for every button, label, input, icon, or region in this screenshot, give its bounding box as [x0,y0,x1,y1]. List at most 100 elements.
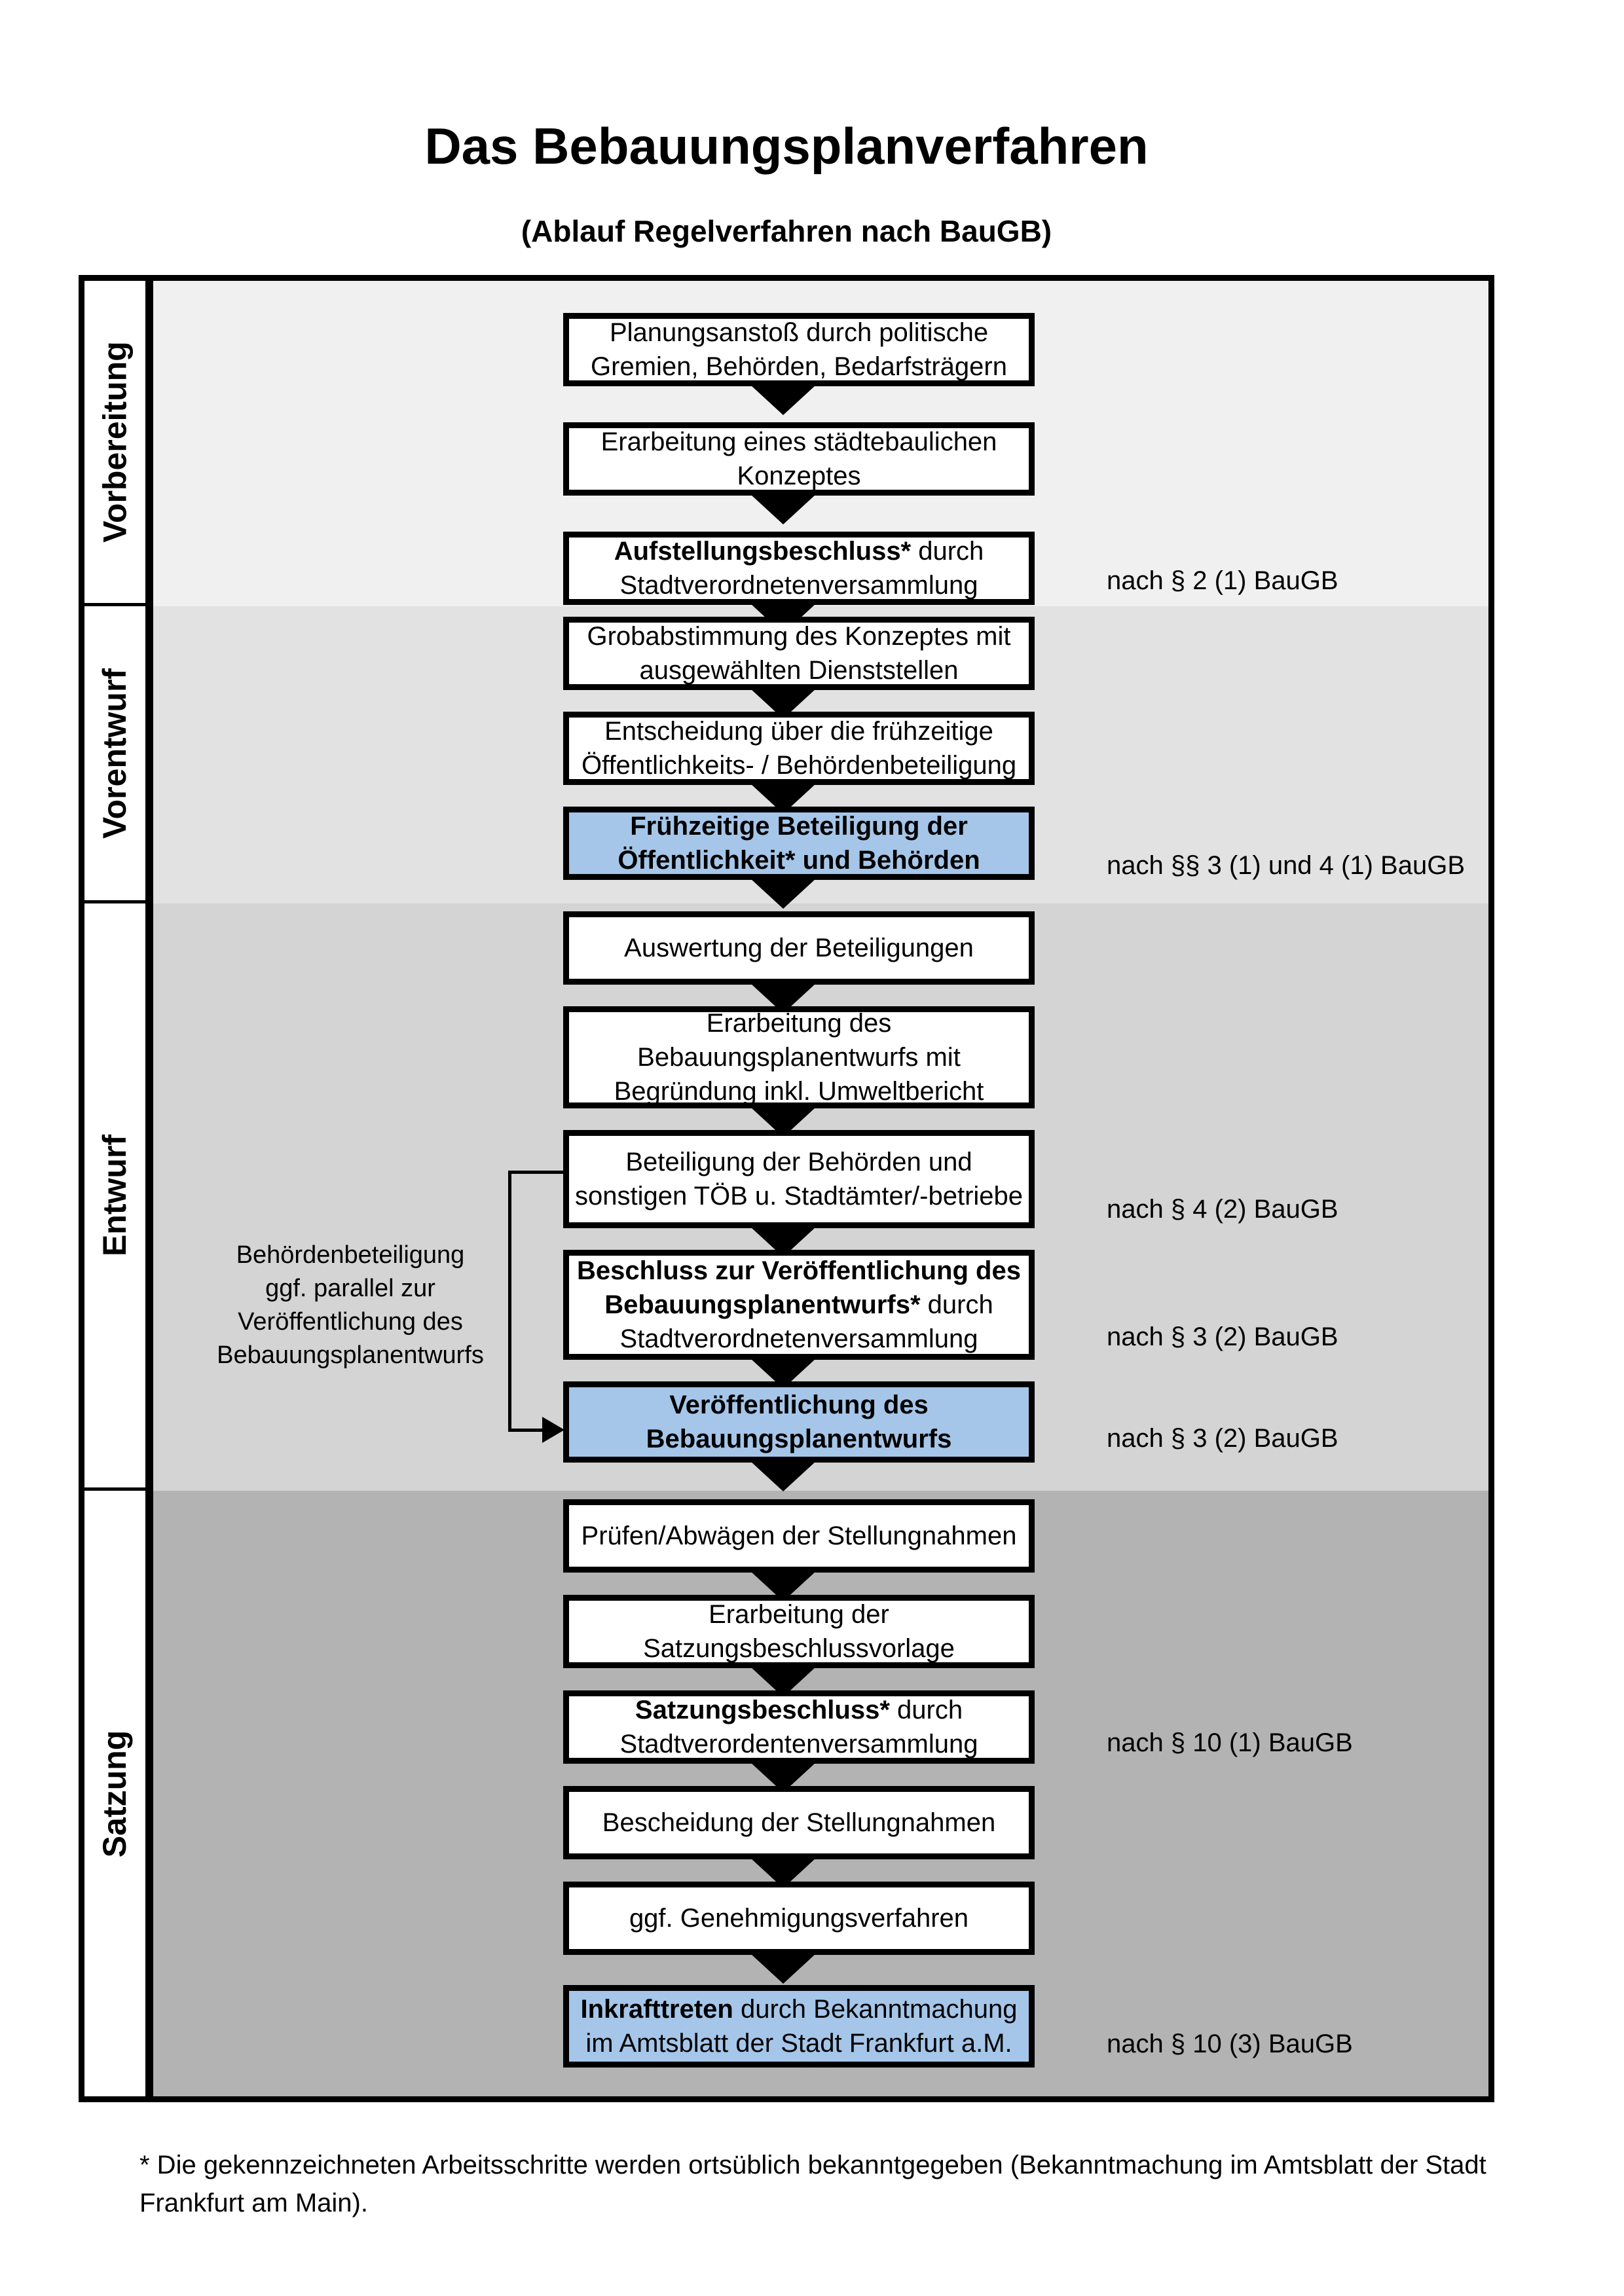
process-step-text: Auswertung der Beteiligungen [624,934,974,962]
process-step-text: Bebauungsplanentwurfs* [604,1290,921,1319]
process-step-text: im Amtsblatt der Stadt Frankfurt a.M. [585,2029,1012,2058]
process-step-text: Öffentlichkeits- / Behördenbeteiligung [581,751,1017,780]
arrow-down-icon [750,879,816,909]
process-step-text: durch Bekanntmachung [733,1995,1018,2024]
process-step-box: Bescheidung der Stellungnahmen [563,1786,1035,1859]
page-subtitle: (Ablauf Regelverfahren nach BauGB) [521,214,1052,248]
process-step-text-line: Beschluss zur Veröffentlichung des [577,1254,1021,1288]
process-step-text-line: Erarbeitung eines städtebaulichen [601,425,997,459]
process-step-text: Bebauungsplanentwurfs mit [637,1043,961,1072]
process-step-text-line: sonstigen TÖB u. Stadtämter/-betriebe [575,1179,1023,1213]
process-step-text: durch [911,537,984,566]
process-step-text: durch [889,1696,963,1724]
page-title: Das Bebauungsplanverfahren [424,117,1149,175]
parallel-connector-vertical-line [508,1171,511,1432]
process-step-text-line: Inkrafttreten durch Bekanntmachung [580,1992,1017,2026]
parallel-connector-bottom-line [508,1429,545,1432]
process-step-text-line: Auswertung der Beteiligungen [624,931,974,965]
parallel-connector-top-line [508,1171,564,1174]
legal-reference: nach § 3 (2) BauGB [1107,1424,1338,1453]
legal-reference: nach § 2 (1) BauGB [1107,566,1338,595]
process-step-box: Grobabstimmung des Konzeptes mit ausgewäh… [563,617,1035,690]
process-step-text: Stadtverordnetenversammlung [619,1324,978,1353]
process-step-text-line: Beteiligung der Behörden und [625,1145,972,1179]
process-step-text-line: Bebauungsplanentwurfs mit [637,1040,961,1074]
process-step-text: Prüfen/Abwägen der Stellungnahmen [581,1522,1017,1550]
process-step-text-line: Öffentlichkeit* und Behörden [618,843,980,877]
process-step-text: Planungsanstoß durch politische [609,318,989,347]
process-step-text: durch [920,1290,993,1319]
process-step-box: Prüfen/Abwägen der Stellungnahmen [563,1499,1035,1573]
legal-reference: nach § 3 (2) BauGB [1107,1322,1338,1351]
arrow-down-icon [750,385,816,415]
side-annotation-line: Veröffentlichung des [238,1308,463,1336]
process-step-text-line: ggf. Genehmigungsverfahren [629,1901,969,1935]
process-step-text: Aufstellungsbeschluss* [614,537,912,566]
process-step-text-line: Grobabstimmung des Konzeptes mit [587,619,1011,653]
process-step-text: Stadtverordnetenversammlung [619,571,978,600]
process-step-text-line: Stadtverordnetenversammlung [620,568,978,602]
side-annotation-line: Behördenbeteiligung [236,1241,465,1269]
arrow-down-icon [750,494,816,524]
process-step-text: Grobabstimmung des Konzeptes mit [587,622,1011,651]
process-step-text: ausgewählten Dienststellen [639,656,959,685]
process-step-text-line: Satzungsbeschluss* durch [635,1693,963,1727]
process-step-text: Erarbeitung eines städtebaulichen [600,428,997,456]
legal-reference: nach § 10 (3) BauGB [1107,2030,1353,2058]
side-annotation-line: Bebauungsplanentwurfs [217,1341,484,1369]
process-step-text-line: Veröffentlichung des [669,1388,929,1422]
process-step-text-line: ausgewählten Dienststellen [640,653,959,687]
arrow-right-icon [542,1417,564,1443]
process-step-text-line: Gremien, Behörden, Bedarfsträgern [591,350,1007,384]
phase-cell-vorentwurf: Vorentwurf [84,606,145,903]
process-step-text-line: Stadtverordentenversammlung [620,1727,978,1761]
arrow-down-icon [750,1954,816,1984]
process-step-text-line: Satzungsbeschlussvorlage [643,1631,955,1666]
process-step-text: Erarbeitung des [706,1009,892,1038]
process-step-text-line: Frühzeitige Beteiligung der [630,809,968,843]
footnote: * Die gekennzeichneten Arbeitsschritte w… [139,2146,1488,2222]
process-step-text: Bescheidung der Stellungnahmen [602,1808,996,1837]
process-step-text: Öffentlichkeit* und Behörden [618,846,980,875]
label-column-divider [145,281,153,2096]
footnote-line: Frankfurt am Main). [139,2189,368,2217]
phase-cell-entwurf: Entwurf [84,903,145,1491]
legal-reference: nach § 4 (2) BauGB [1107,1195,1338,1224]
process-step-text-line: Begründung inkl. Umweltbericht [614,1074,984,1108]
phase-cell-satzung: Satzung [84,1491,145,2096]
process-step-box: ggf. Genehmigungsverfahren [563,1882,1035,1955]
process-step-text: Entscheidung über die frühzeitige [604,717,993,746]
process-step-text-line: Prüfen/Abwägen der Stellungnahmen [581,1519,1017,1553]
process-step-text-line: Bebauungsplanentwurfs* durch [604,1288,993,1322]
arrow-down-icon [750,1461,816,1491]
process-step-text: ggf. Genehmigungsverfahren [629,1904,969,1933]
process-step-box: Auswertung der Beteiligungen [563,911,1035,985]
process-step-text: Beschluss zur Veröffentlichung des [577,1256,1021,1285]
process-step-text: Stadtverordentenversammlung [619,1730,978,1758]
process-step-text: Begründung inkl. Umweltbericht [614,1077,984,1106]
process-step-text: Gremien, Behörden, Bedarfsträgern [591,352,1007,381]
process-step-text: sonstigen TÖB u. Stadtämter/-betriebe [574,1182,1024,1211]
footnote-line: * Die gekennzeichneten Arbeitsschritte w… [139,2151,1486,2179]
process-step-text-line: Stadtverordnetenversammlung [620,1322,978,1356]
process-step-text-line: Planungsanstoß durch politische [610,316,988,350]
process-step-box: Beteiligung der Behörden und sonstigen TÖ… [563,1130,1035,1228]
process-step-text-line: Erarbeitung des [707,1006,891,1040]
process-step-text-line: Aufstellungsbeschluss* durch [614,534,984,568]
diagram-frame [79,275,1494,2102]
phase-cell-vorbereitung: Vorbereitung [84,281,145,606]
process-step-text-line: Erarbeitung der [709,1597,889,1631]
process-step-box-highlighted: Inkrafttreten durch Bekanntmachung im Amt… [563,1985,1035,2068]
process-step-text: Beteiligung der Behörden und [625,1148,972,1176]
process-step-text-line: Bebauungsplanentwurfs [646,1422,952,1456]
process-step-text: Inkrafttreten [580,1995,733,2024]
